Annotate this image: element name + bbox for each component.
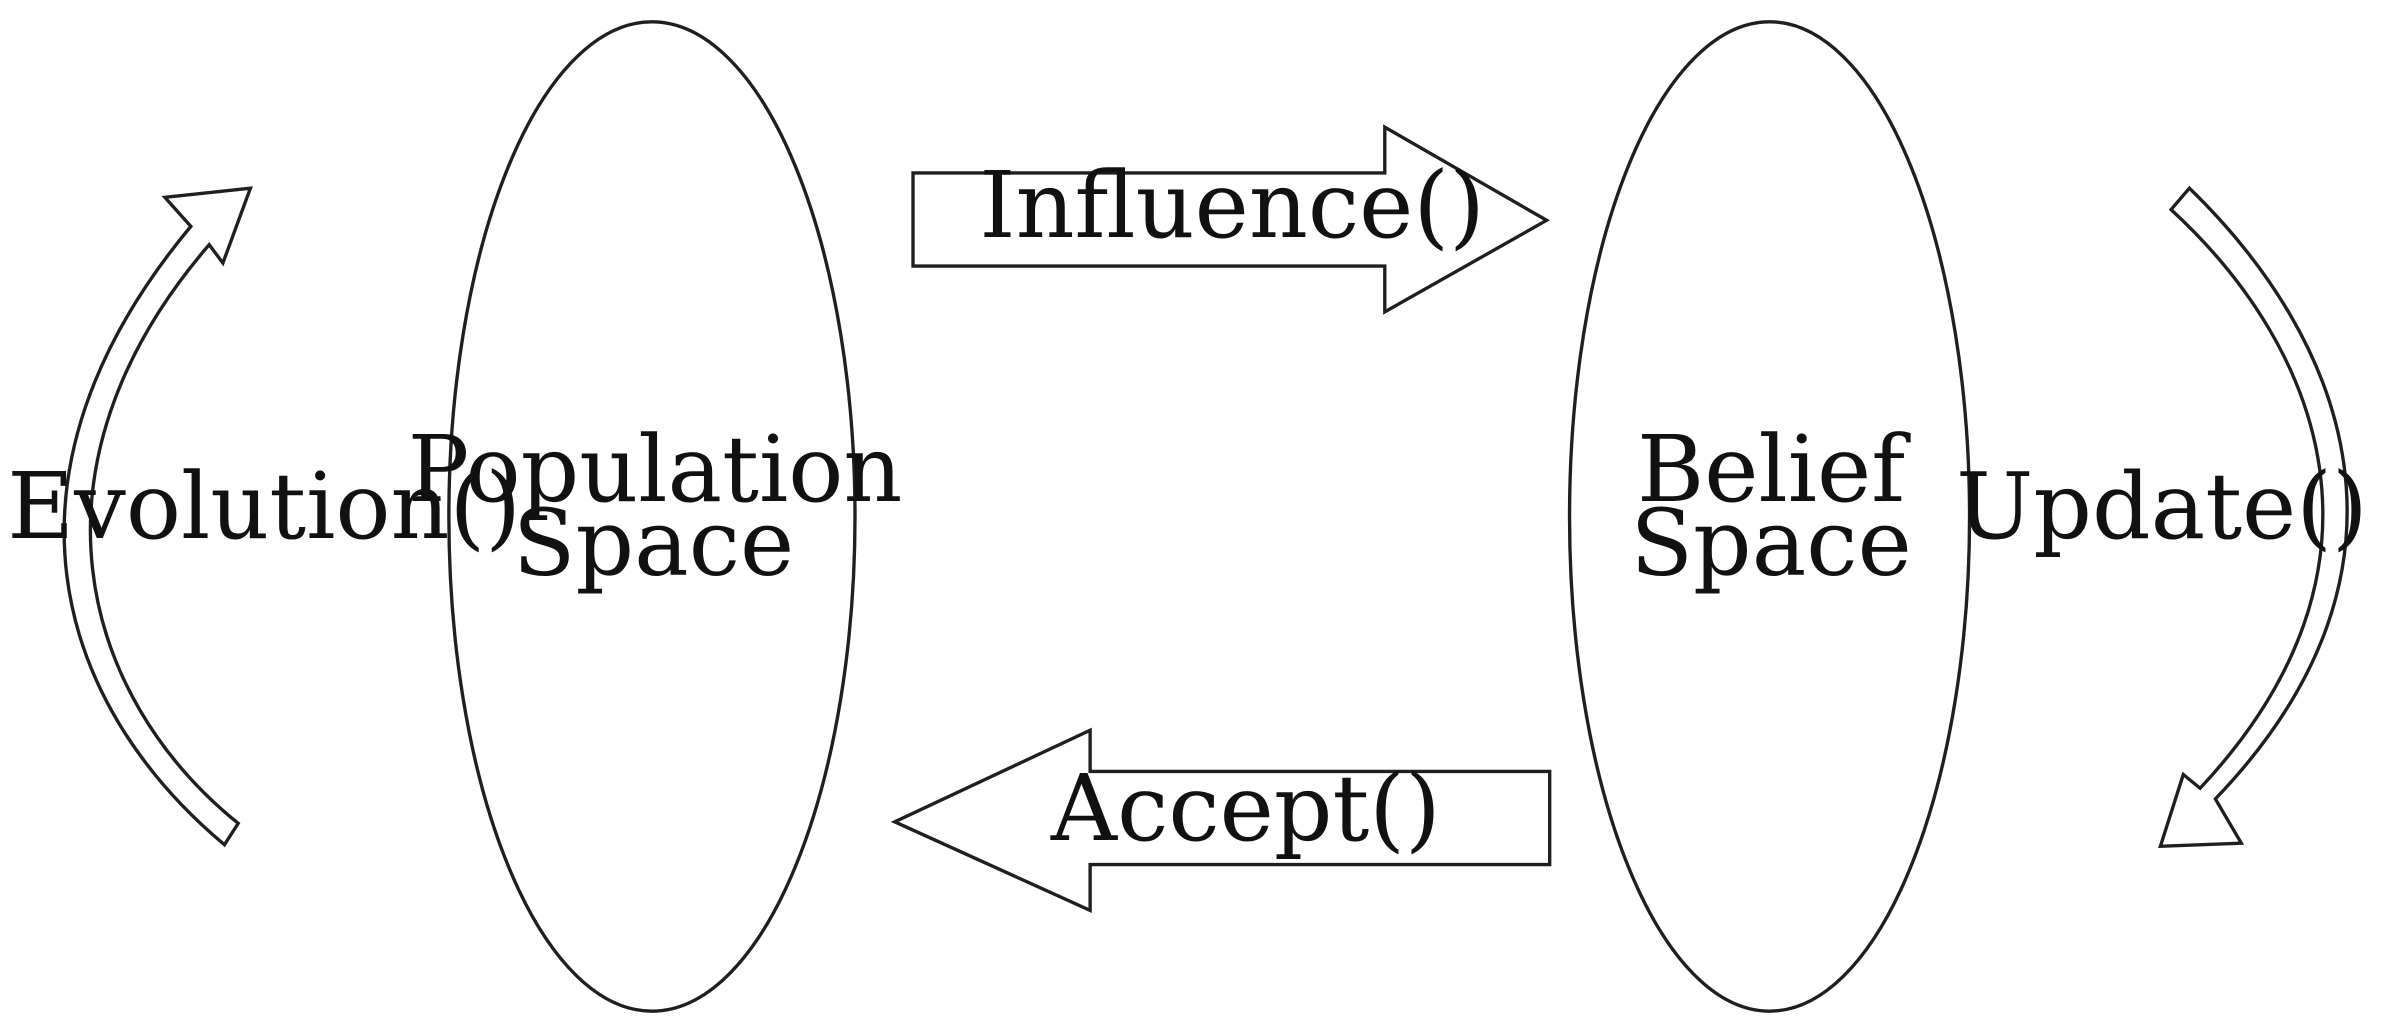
influence-arrow: Influence() bbox=[911, 124, 1551, 315]
update-label: Update() bbox=[1956, 453, 2368, 560]
evolution-label: Evolution() bbox=[7, 453, 521, 560]
update-arrow-shape bbox=[2158, 185, 2349, 849]
belief-space-label-line2: Space bbox=[1630, 489, 1912, 596]
belief-space-label-line1: Belief bbox=[1637, 416, 1911, 523]
belief-space-ellipse bbox=[1567, 20, 1972, 1013]
population-space-ellipse bbox=[447, 20, 857, 1013]
belief-space-node: Belief Space bbox=[1567, 20, 1972, 1013]
influence-label: Influence() bbox=[979, 152, 1484, 259]
population-space-label-line1: Population bbox=[408, 416, 903, 523]
evolution-arrow: Evolution() bbox=[7, 186, 521, 848]
influence-arrow-shape bbox=[911, 124, 1551, 315]
population-space-node: Population Space bbox=[408, 20, 903, 1013]
update-arrow: Update() bbox=[1956, 185, 2368, 849]
population-space-label-line2: Space bbox=[513, 489, 795, 596]
accept-label: Accept() bbox=[1050, 755, 1441, 862]
evolution-arrow-shape bbox=[62, 186, 253, 848]
accept-arrow-shape bbox=[890, 727, 1552, 913]
accept-arrow: Accept() bbox=[890, 727, 1552, 913]
